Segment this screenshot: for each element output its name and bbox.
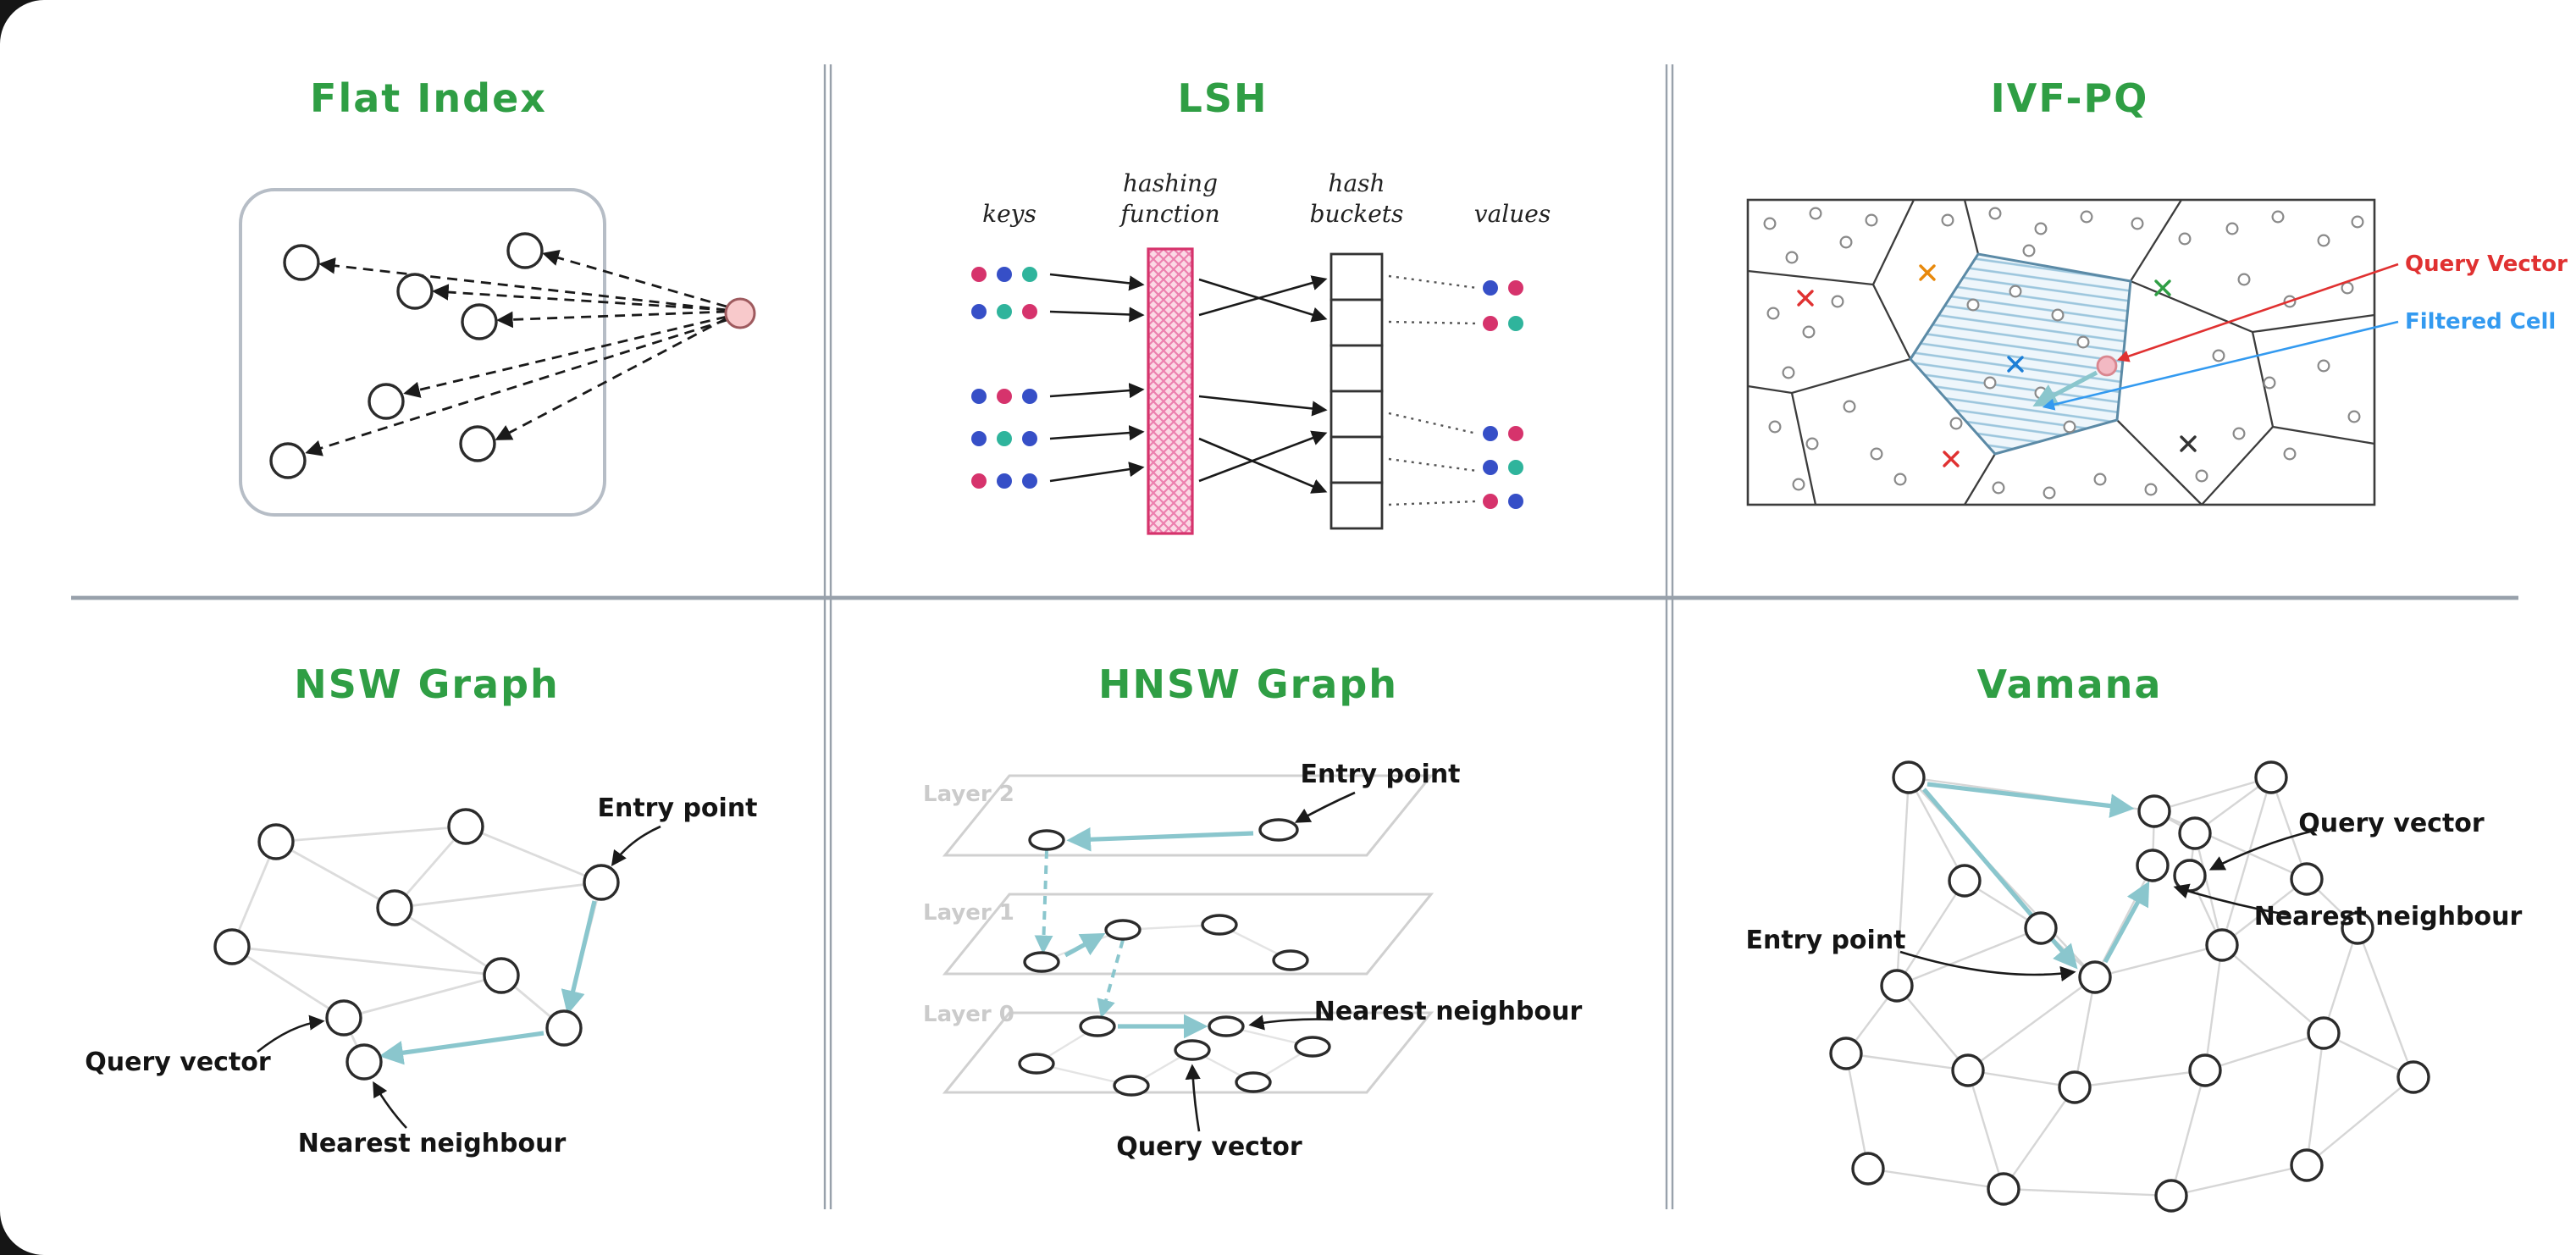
- ivf-query-vector-label: Query Vector: [2405, 252, 2568, 277]
- vamana-nearest-neighbour-node: [2136, 849, 2170, 882]
- panel-hnsw-graph: HNSW Graph Layer 2 Layer 1 Layer 0: [923, 661, 1582, 1162]
- vamana-nearest-neighbour-label: Nearest neighbour: [2254, 902, 2523, 932]
- vamana-start-hatched-node: [1892, 760, 1926, 794]
- nsw-entry-point-node: [583, 864, 620, 901]
- flat-index-title: Flat Index: [310, 75, 547, 121]
- lsh-hash-buckets: [1329, 252, 1384, 530]
- grid-dividers: [71, 64, 2518, 1209]
- lsh-buckets-header-line2: buckets: [1310, 200, 1404, 228]
- hnsw-layer1-label: Layer 1: [923, 900, 1014, 926]
- hnsw-title: HNSW Graph: [1098, 661, 1398, 707]
- vamana-title: Vamana: [1977, 661, 2163, 707]
- lsh-keys-header: keys: [982, 200, 1036, 228]
- hnsw-query-vector-callout: Query vector: [1116, 1064, 1302, 1162]
- flat-index-comparison-arrows: [305, 249, 727, 456]
- flat-index-query-node: [724, 297, 756, 329]
- nsw-nodes: [213, 808, 620, 1081]
- vamana-entry-point-label: Entry point: [1745, 926, 1905, 955]
- nsw-nearest-neighbour-node: [345, 1043, 383, 1081]
- nsw-hop-node: [545, 1009, 583, 1047]
- flat-index-vector-nodes: [269, 232, 544, 479]
- ivf-query-vector-callout: Query Vector: [2116, 252, 2568, 362]
- panel-flat-index: Flat Index: [239, 75, 756, 517]
- hnsw-traversal-arrows: [1034, 827, 1254, 1039]
- lsh-values-header: values: [1474, 200, 1551, 228]
- vamana-query-vector-label: Query vector: [2298, 809, 2485, 838]
- lsh-key-vectors: [971, 267, 1037, 489]
- panel-ivf-pq: IVF-PQ: [1746, 75, 2568, 506]
- panel-lsh: LSH keys hashing function hash buckets v…: [971, 75, 1551, 535]
- lsh-hashing-header-line2: function: [1119, 200, 1219, 228]
- hnsw-query-vector-label: Query vector: [1116, 1132, 1302, 1162]
- hnsw-layer0-label: Layer 0: [923, 1002, 1014, 1027]
- vamana-nodes: [1829, 760, 2430, 1213]
- screen-corner-top-left: [0, 0, 88, 88]
- ivf-cell-traversal-arrow: [2032, 370, 2098, 407]
- nsw-entry-point-callout: Entry point: [597, 793, 758, 866]
- lsh-hashing-header-line1: hashing: [1123, 169, 1218, 197]
- nsw-title: NSW Graph: [294, 661, 560, 707]
- hnsw-nearest-neighbour-node: [1208, 1015, 1245, 1037]
- lsh-value-links: [1388, 274, 1478, 506]
- hnsw-layer-labels: Layer 2 Layer 1 Layer 0: [923, 782, 1014, 1027]
- ivf-filtered-cell-callout: Filtered Cell: [2042, 309, 2556, 411]
- nsw-traversal-arrows: [379, 900, 597, 1065]
- ivf-scatter-points: [1763, 207, 2364, 500]
- screen-corner-bottom-left: [0, 1167, 88, 1255]
- nsw-nearest-neighbour-label: Nearest neighbour: [298, 1129, 567, 1158]
- nsw-query-vector-node: [325, 999, 362, 1037]
- ivf-voronoi-edges: [1747, 199, 2375, 506]
- hnsw-layer1-plane: [942, 893, 1434, 976]
- lsh-column-headers: keys hashing function hash buckets value…: [982, 169, 1551, 228]
- hnsw-nearest-neighbour-label: Nearest neighbour: [1314, 997, 1583, 1026]
- nsw-query-vector-callout: Query vector: [85, 1015, 325, 1077]
- nsw-nearest-neighbour-callout: Nearest neighbour: [298, 1081, 567, 1158]
- hnsw-entry-point-label: Entry point: [1300, 760, 1460, 789]
- lsh-title: LSH: [1178, 75, 1269, 121]
- lsh-value-vectors: [1483, 280, 1523, 509]
- vamana-entry-point-node: [2078, 960, 2112, 994]
- panel-vamana: Vamana: [1745, 661, 2523, 1213]
- hnsw-nearest-neighbour-callout: Nearest neighbour: [1248, 997, 1583, 1031]
- hnsw-entry-point-node: [1258, 818, 1299, 842]
- lsh-hashing-function-block: [1147, 247, 1194, 535]
- nsw-entry-point-label: Entry point: [597, 793, 757, 823]
- lsh-buckets-header-line1: hash: [1328, 169, 1385, 197]
- ivf-query-point: [2096, 355, 2118, 377]
- vamana-edges: [1844, 776, 2415, 1197]
- lsh-key-arrows: [1049, 273, 1145, 483]
- nsw-query-vector-label: Query vector: [85, 1048, 271, 1077]
- lsh-bucket-arrows: [1198, 275, 1328, 494]
- hnsw-query-vector-node: [1174, 1039, 1211, 1061]
- ivf-centroid-x-marks: [1797, 264, 2197, 467]
- hnsw-layer2-label: Layer 2: [923, 782, 1014, 807]
- hnsw-entry-point-callout: Entry point: [1294, 760, 1461, 823]
- vamana-query-vector-node: [2173, 859, 2207, 893]
- vamana-nearest-neighbour-callout: Nearest neighbour: [2173, 883, 2523, 932]
- vamana-query-vector-callout: Query vector: [2208, 809, 2485, 871]
- vamana-entry-point-callout: Entry point: [1745, 926, 2076, 981]
- hnsw-nodes: [1018, 818, 1331, 1097]
- ivf-pq-title: IVF-PQ: [1991, 75, 2149, 121]
- panel-nsw-graph: NSW Graph: [85, 661, 757, 1158]
- ivf-filtered-cell-label: Filtered Cell: [2405, 309, 2556, 334]
